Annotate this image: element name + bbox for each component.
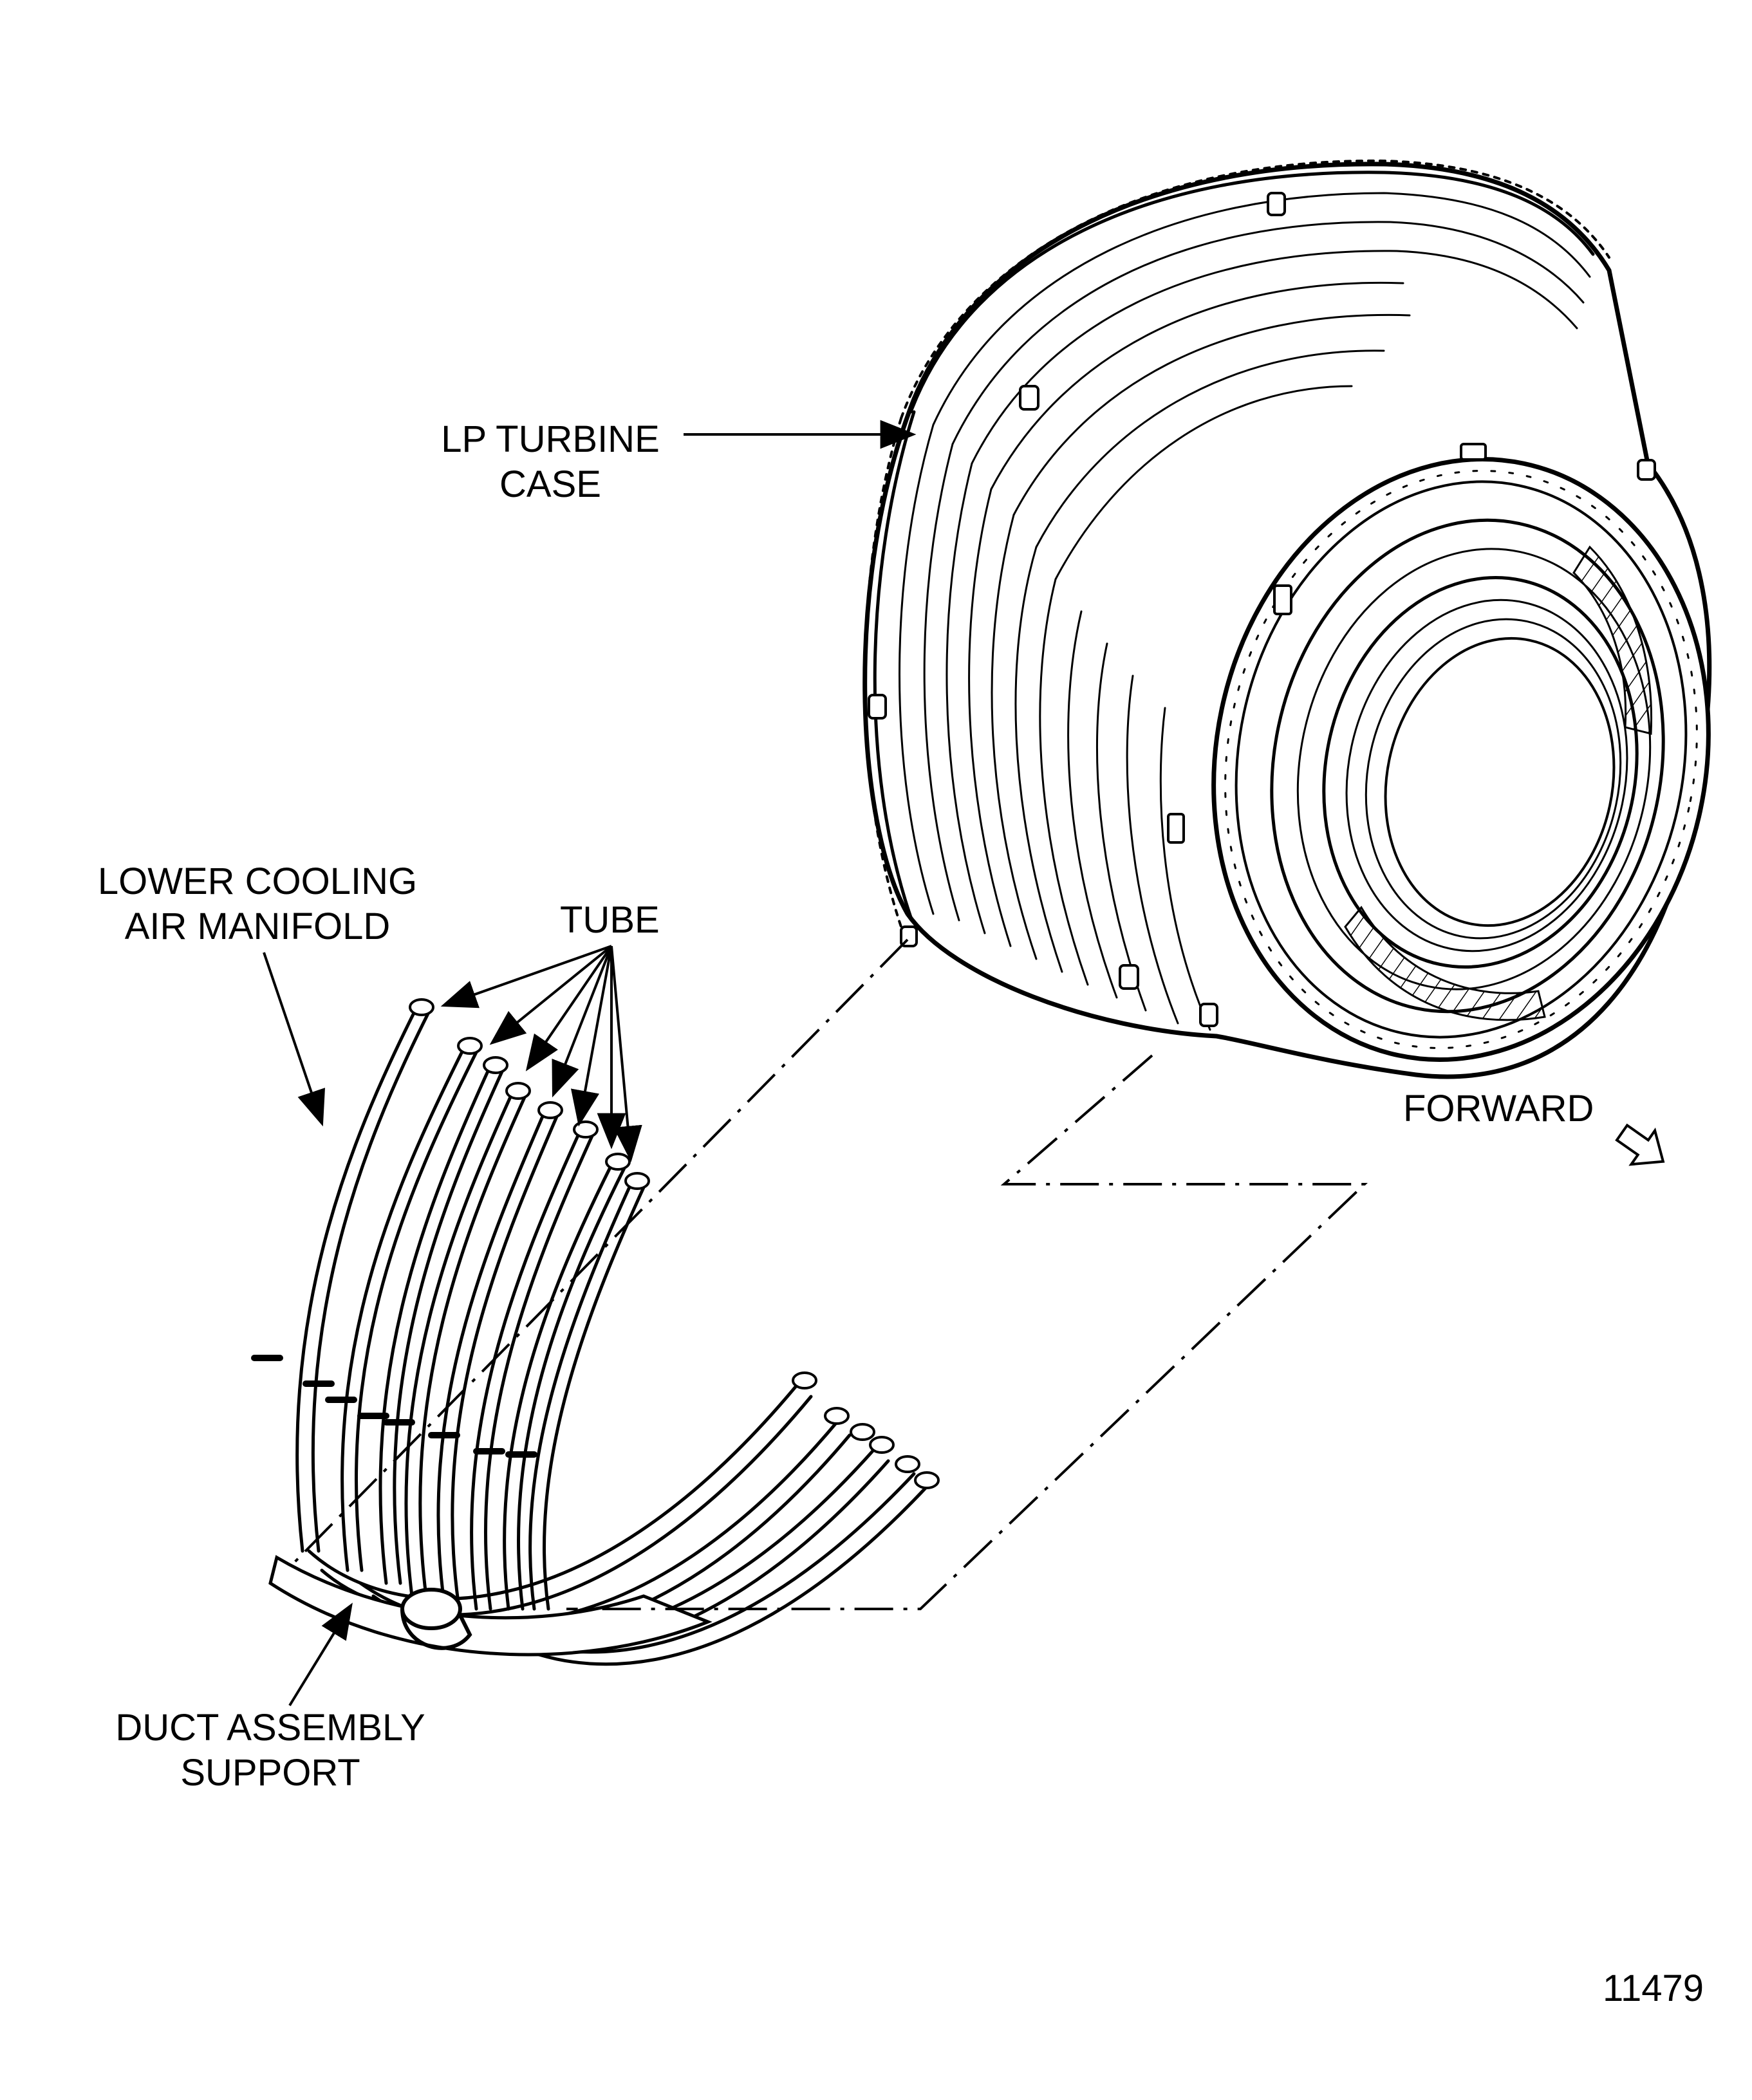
label-line: DUCT ASSEMBLY [115, 1707, 425, 1749]
tube-label: TUBE [560, 899, 660, 941]
label-line: LOWER COOLING [97, 860, 418, 902]
lp-turbine-case-label: LP TURBINE CASE [418, 417, 682, 507]
lp-turbine-case [862, 159, 1712, 1079]
hollow-arrow-down-right-icon [1615, 1123, 1665, 1166]
alignment-lines [292, 938, 1368, 1610]
label-line: LP TURBINE [441, 418, 660, 460]
leader-lines [263, 420, 917, 1707]
label-line: AIR MANIFOLD [124, 906, 391, 947]
label-line: CASE [499, 463, 601, 505]
lower-cooling-air-manifold-label: LOWER COOLING AIR MANIFOLD [77, 859, 438, 949]
figure-number: 11479 [1603, 1967, 1704, 2009]
lower-cooling-air-manifold [251, 998, 940, 1666]
duct-assembly-support-label: DUCT ASSEMBLY SUPPORT [84, 1705, 457, 1796]
forward-direction-label: FORWARD [1403, 1088, 1594, 1129]
label-line: SUPPORT [180, 1752, 360, 1794]
